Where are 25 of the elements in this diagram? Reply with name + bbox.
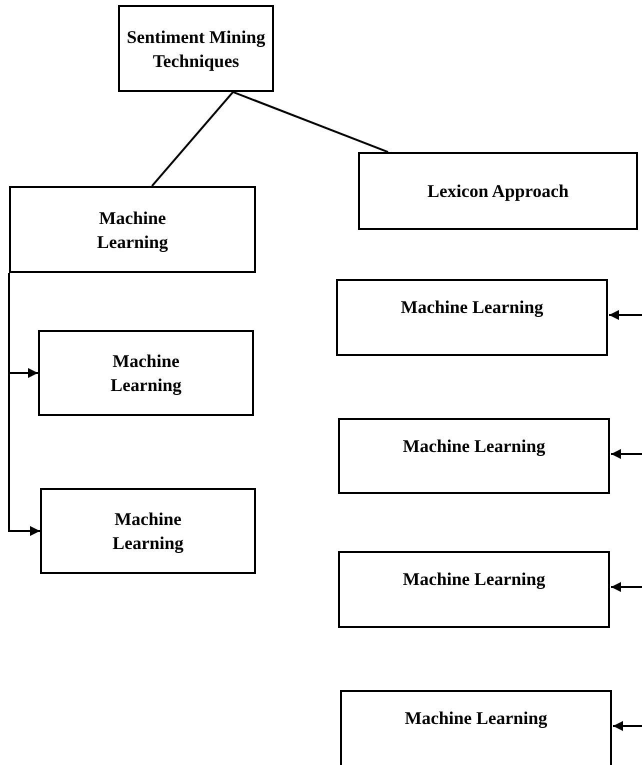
arrow — [611, 582, 642, 592]
arrow — [613, 721, 642, 731]
process-box — [118, 5, 274, 92]
process-box — [40, 488, 256, 574]
box-label: Machine Learning — [400, 296, 544, 319]
arrow — [609, 310, 642, 320]
process-box — [338, 418, 610, 494]
arrow — [611, 449, 642, 459]
process-box — [340, 690, 612, 765]
process-box — [358, 152, 638, 230]
process-box — [338, 551, 610, 628]
box-label: Machine Learning — [111, 508, 184, 555]
arrow — [8, 273, 40, 536]
box-label: Machine Learning — [402, 568, 546, 591]
box-label: Machine Learning — [402, 435, 546, 458]
connector-line — [232, 91, 388, 153]
connector-line — [151, 91, 234, 187]
process-box — [9, 186, 256, 273]
process-box — [38, 330, 254, 416]
box-label: Machine Learning — [404, 707, 548, 730]
box-label: Sentiment Mining Techniques — [126, 26, 266, 72]
box-label: Machine Learning — [109, 350, 182, 397]
box-label: Lexicon Approach — [427, 180, 569, 203]
process-box — [336, 279, 608, 356]
box-label: Machine Learning — [96, 206, 169, 254]
